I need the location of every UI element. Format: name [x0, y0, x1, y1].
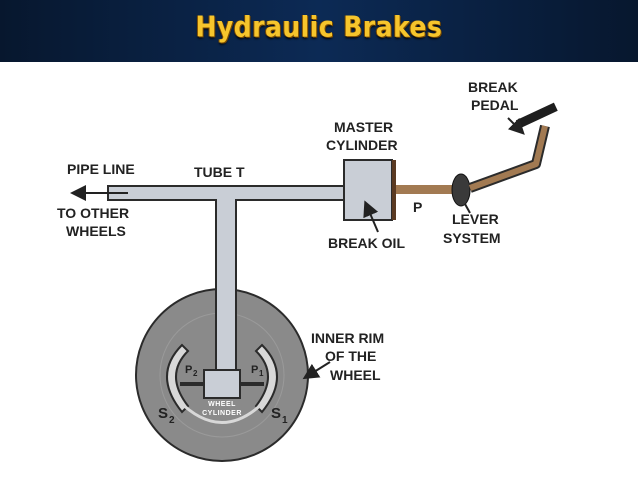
label-shoe-s1-sub: 1 — [282, 415, 288, 426]
label-to-other-wheels-line1: TO OTHER — [57, 205, 129, 221]
pedal-pad — [515, 102, 558, 129]
label-inner-rim-line1: INNER RIM — [311, 330, 384, 346]
label-break-oil: BREAK OIL — [328, 235, 405, 251]
label-wheel-cylinder-line1: WHEEL — [208, 401, 236, 408]
label-tube-t: TUBE T — [194, 164, 245, 180]
master-piston — [392, 160, 396, 220]
page-title: Hydraulic Brakes — [195, 9, 443, 44]
label-shoe-s2: S — [158, 405, 168, 422]
push-rod — [396, 185, 454, 194]
label-shoe-s1: S — [271, 405, 281, 422]
label-to-other-wheels-line2: WHEELS — [66, 223, 126, 239]
label-wheel-cylinder-line2: CYLINDER — [202, 410, 242, 417]
label-break-pedal-line1: BREAK — [468, 79, 518, 95]
label-piston-p2: P — [185, 364, 192, 376]
label-shoe-s2-sub: 2 — [169, 415, 175, 426]
label-break-pedal-line2: PEDAL — [471, 97, 519, 113]
label-master-cylinder-line2: CYLINDER — [326, 137, 398, 153]
label-piston-p1-sub: 1 — [259, 369, 264, 378]
break-pedal-pointer — [507, 117, 525, 135]
label-lever-system-line2: SYSTEM — [443, 230, 501, 246]
pedal-arm-fill — [468, 125, 548, 191]
title-banner: Hydraulic Brakes — [0, 0, 638, 62]
brake-shoe-s2 — [166, 343, 190, 414]
label-inner-rim-line2: OF THE — [325, 348, 376, 364]
brake-shoe-s1 — [254, 343, 278, 414]
wheel-cylinder — [203, 369, 241, 399]
break-oil-pointer — [363, 200, 379, 233]
label-master-cylinder-line1: MASTER — [334, 119, 393, 135]
label-pipe-line: PIPE LINE — [67, 161, 135, 177]
pedal-arm — [468, 124, 550, 193]
label-piston-p1: P — [251, 364, 258, 376]
shoe-lining-arc — [176, 398, 268, 424]
lever-system-pointer — [464, 203, 471, 214]
label-lever-system-line1: LEVER — [452, 211, 499, 227]
lever-pivot — [451, 173, 471, 207]
label-p: P — [413, 199, 422, 215]
inner-rim-pointer — [302, 361, 331, 380]
label-piston-p2-sub: 2 — [193, 369, 198, 378]
label-inner-rim-line3: WHEEL — [330, 367, 381, 383]
